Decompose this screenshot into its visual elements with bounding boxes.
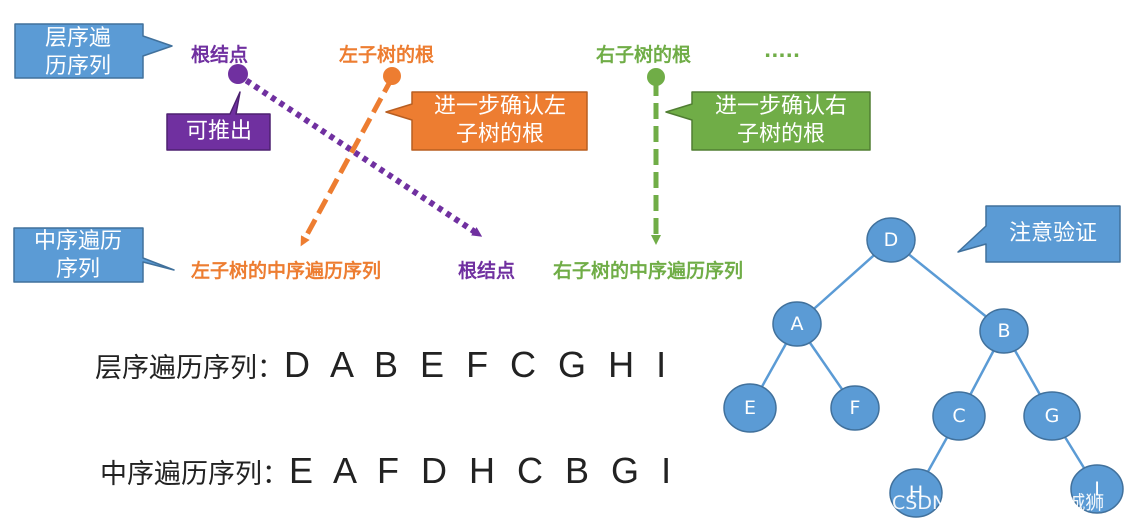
node-D-label: D bbox=[883, 229, 899, 251]
root-dotted-arrow bbox=[236, 72, 483, 237]
level-order-sequence-title: 层序遍历序列： bbox=[95, 353, 284, 384]
right-root-marker-dot bbox=[647, 68, 665, 86]
left-root-dashed-arrow bbox=[300, 76, 395, 247]
left-root-marker-dot bbox=[383, 67, 401, 85]
node-F bbox=[830, 385, 880, 431]
top-label-root: 根结点 bbox=[191, 44, 249, 66]
tree-edges bbox=[748, 239, 1099, 494]
node-A-label: A bbox=[790, 313, 804, 335]
node-H-label: H bbox=[908, 482, 924, 504]
callout-confirm-right: 进一步确认右 子树的根 bbox=[714, 94, 847, 147]
node-E-label: E bbox=[743, 397, 756, 419]
callout-level-order-shape bbox=[14, 23, 173, 79]
node-G-label: G bbox=[1044, 405, 1060, 427]
callout-can-infer: 可推出 bbox=[185, 119, 252, 144]
node-A bbox=[772, 301, 822, 347]
bottom-label-root: 根结点 bbox=[458, 260, 516, 282]
bottom-label-right-inorder: 右子树的中序遍历序列 bbox=[553, 260, 744, 282]
node-E bbox=[723, 383, 777, 433]
callout-verify-shape bbox=[957, 205, 1121, 263]
root-marker-dot bbox=[228, 64, 248, 84]
callout-confirm-right-shape bbox=[665, 91, 871, 151]
callout-inorder: 中序遍历 序列 bbox=[33, 229, 122, 282]
node-H bbox=[889, 468, 943, 518]
inorder-sequence: 中序遍历序列：E A F D H C B G I bbox=[100, 450, 677, 492]
node-G bbox=[1023, 391, 1081, 441]
inorder-sequence-value: E A F D H C B G I bbox=[289, 450, 678, 491]
level-order-sequence: 层序遍历序列：D A B E F C G H I bbox=[95, 344, 672, 386]
level-order-sequence-value: D A B E F C G H I bbox=[284, 344, 673, 385]
node-C-label: C bbox=[952, 405, 966, 427]
top-label-left-root: 左子树的根 bbox=[339, 44, 435, 66]
callout-confirm-left-shape bbox=[385, 91, 588, 151]
node-B bbox=[979, 308, 1029, 354]
callout-verify: 注意验证 bbox=[1008, 221, 1097, 246]
watermark: CSDN @盛透侧视攻城狮 bbox=[892, 492, 1105, 514]
node-I-label: I bbox=[1094, 478, 1100, 500]
callout-inorder-shape bbox=[13, 227, 175, 283]
top-label-right-root: 右子树的根 bbox=[596, 44, 692, 66]
top-label-ellipsis: ..... bbox=[764, 40, 801, 62]
node-F-label: F bbox=[849, 397, 861, 419]
callout-confirm-left: 进一步确认左 子树的根 bbox=[433, 94, 566, 147]
node-C bbox=[932, 391, 986, 441]
node-I bbox=[1070, 464, 1124, 514]
edge-D-B bbox=[890, 239, 1005, 332]
callout-can-infer-shape bbox=[166, 91, 271, 151]
node-D bbox=[866, 217, 916, 263]
tree-nodes bbox=[723, 217, 1124, 518]
bottom-label-left-inorder: 左子树的中序遍历序列 bbox=[191, 260, 382, 282]
inorder-sequence-title: 中序遍历序列： bbox=[100, 459, 289, 490]
callout-level-order: 层序遍 历序列 bbox=[44, 26, 111, 79]
node-B-label: B bbox=[997, 320, 1011, 342]
